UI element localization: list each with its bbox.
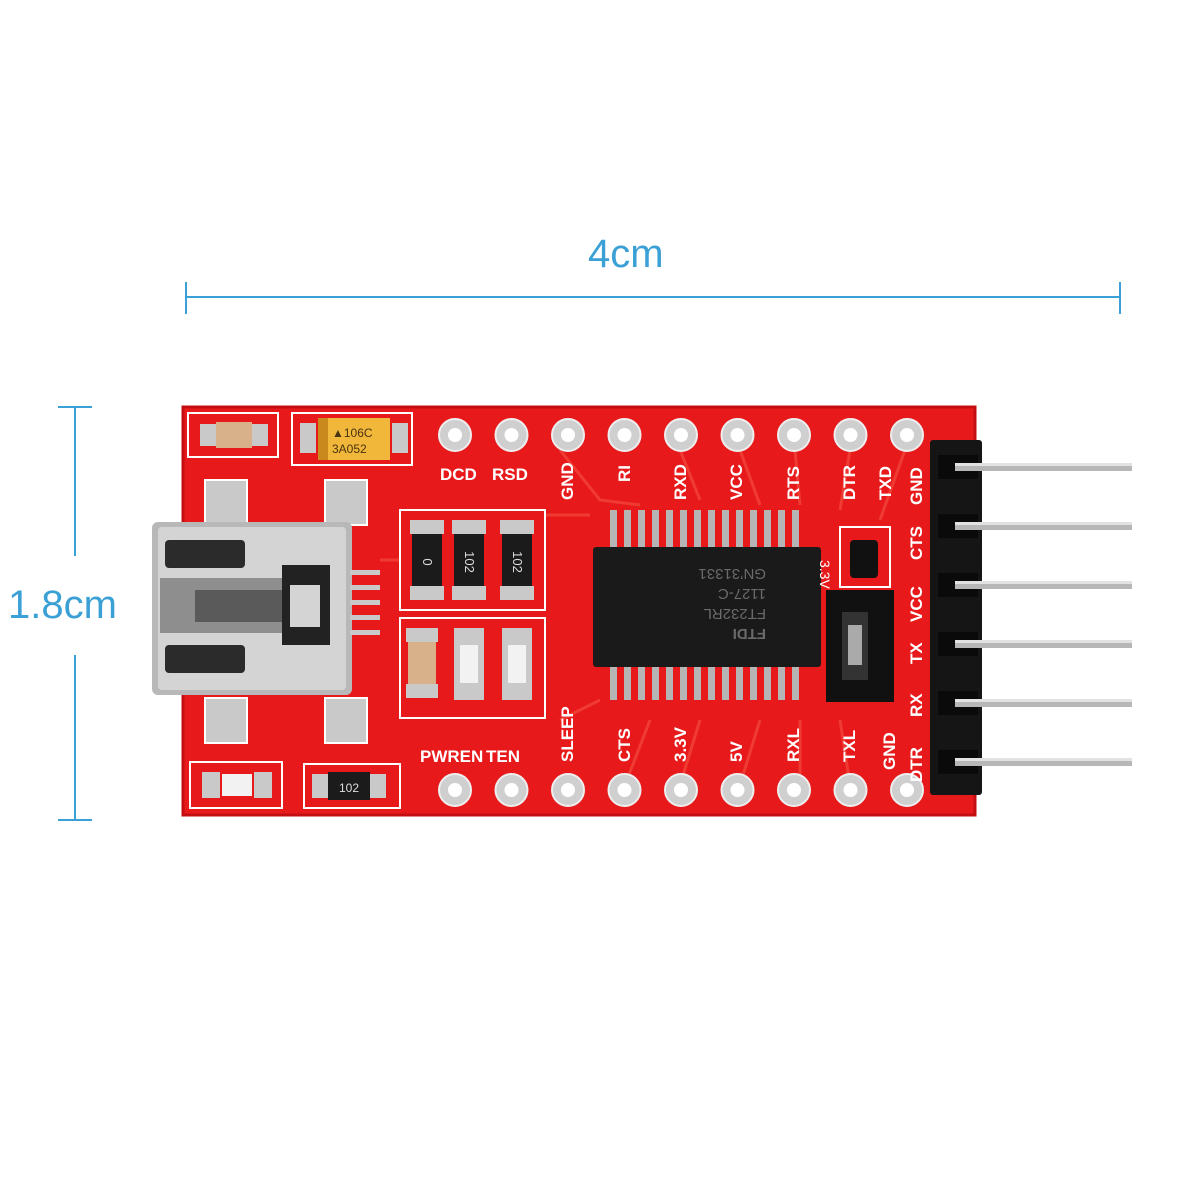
label-dcd: DCD (440, 465, 477, 484)
header-pin-5-highlight (955, 699, 1132, 702)
height-dimension-line-bottom (74, 655, 76, 820)
header-pin-4 (955, 640, 1132, 648)
top-pad-4-hole (617, 428, 632, 442)
bottom-pin-labels: PWREN TEN SLEEP CTS 3.3V 5V RXL TXL GND (420, 706, 899, 770)
capacitor-marking-2: 3A052 (332, 442, 367, 456)
header-pin-1-highlight (955, 463, 1132, 466)
label-rxd: RXD (671, 464, 690, 500)
top-pad-7-hole (787, 428, 801, 442)
jumper-label: 3.3V (817, 560, 833, 589)
bottom-pad-9-hole (900, 783, 914, 797)
width-dimension-label: 4cm (588, 232, 664, 276)
tantalum-capacitor (318, 418, 390, 460)
width-dimension-tick-left (185, 282, 187, 314)
header-pin-2 (955, 522, 1132, 530)
width-dimension-line (185, 296, 1121, 298)
width-dimension-tick-right (1119, 282, 1121, 314)
six-pin-header (930, 440, 1132, 795)
label-header-vcc: VCC (907, 586, 926, 622)
label-txl: TXL (840, 730, 859, 762)
label-header-tx: TX (907, 642, 926, 664)
top-pad-8-hole (843, 428, 858, 442)
header-pin-3-highlight (955, 581, 1132, 584)
header-pin-4-highlight (955, 640, 1132, 643)
height-dimension-line-top (74, 406, 76, 556)
resistor-102-c-marking: 102 (339, 781, 359, 795)
mini-usb-connector (152, 522, 352, 695)
chip-marking-lot: 1127-C (718, 585, 766, 602)
label-gnd-top: GND (558, 462, 577, 500)
top-pad-9-hole (900, 428, 914, 442)
label-3v3: 3.3V (671, 726, 690, 762)
bottom-pad-2-hole (504, 783, 519, 797)
label-rxl: RXL (784, 728, 803, 762)
top-pad-5-hole (674, 428, 688, 442)
bottom-pad-4-hole (617, 783, 632, 797)
smd-capacitor (406, 628, 438, 698)
resistor-102-a-marking: 102 (462, 551, 477, 573)
chip-marking-part: FT232RL (703, 605, 766, 622)
header-pin-6 (955, 758, 1132, 766)
resistor-102-b: 102 (500, 520, 534, 600)
label-ri: RI (615, 465, 634, 482)
label-dtr-top: DTR (840, 465, 859, 500)
height-dimension-tick-bottom (58, 819, 92, 821)
label-rts: RTS (784, 466, 803, 500)
top-pin-labels: DCD RSD GND RI RXD VCC RTS DTR TXD (440, 462, 895, 500)
bottom-pad-7-hole (787, 783, 801, 797)
tantalum-capacitor-outline (291, 412, 413, 466)
header-pin-3 (955, 581, 1132, 589)
label-header-cts: CTS (907, 526, 926, 560)
label-header-rx: RX (907, 693, 926, 717)
resistor-102-b-marking: 102 (510, 551, 525, 573)
label-header-gnd: GND (907, 467, 926, 505)
label-5v: 5V (727, 741, 746, 762)
header-pin-1 (955, 463, 1132, 471)
header-pin-labels: GND CTS VCC TX RX DTR (907, 467, 926, 782)
resistor-0: 0 (410, 520, 444, 600)
bottom-pad-5-hole (674, 783, 688, 797)
smd-resistor-topleft-outline (187, 412, 279, 458)
height-dimension-tick-top (58, 406, 92, 408)
label-rsd: RSD (492, 465, 528, 484)
header-pin-5 (955, 699, 1132, 707)
bottom-pad-6-hole (730, 783, 745, 797)
ft232rl-chip: FTDI FT232RL 1127-C GN’31331 (593, 510, 821, 700)
header-pin-6-highlight (955, 758, 1132, 761)
led-1 (454, 628, 484, 700)
chip-marking-brand: FTDI (733, 625, 766, 642)
bottom-pad-1-hole (448, 783, 462, 797)
capacitor-marking-1: ▲106C (332, 426, 373, 440)
bottom-pad-3-hole (561, 783, 575, 797)
top-pad-1-hole (448, 428, 462, 442)
bottom-pad-8-hole (843, 783, 858, 797)
top-pad-6-hole (730, 428, 745, 442)
top-pad-3-hole (561, 428, 575, 442)
voltage-jumper: 3.3V (817, 526, 894, 702)
label-vcc-top: VCC (727, 464, 746, 500)
label-ten: TEN (486, 747, 520, 766)
chip-marking-code: GN’31331 (698, 565, 766, 582)
label-pwren: PWREN (420, 747, 483, 766)
label-gnd-bottom: GND (880, 732, 899, 770)
label-cts-bottom: CTS (615, 728, 634, 762)
led-2 (502, 628, 532, 700)
label-txd: TXD (876, 466, 895, 500)
header-pin-2-highlight (955, 522, 1132, 525)
resistor-102-a: 102 (452, 520, 486, 600)
top-pad-2-hole (504, 428, 519, 442)
resistor-0-marking: 0 (420, 558, 435, 565)
label-sleep: SLEEP (558, 706, 577, 762)
label-header-dtr: DTR (907, 747, 926, 782)
height-dimension-label: 1.8cm (8, 583, 117, 627)
